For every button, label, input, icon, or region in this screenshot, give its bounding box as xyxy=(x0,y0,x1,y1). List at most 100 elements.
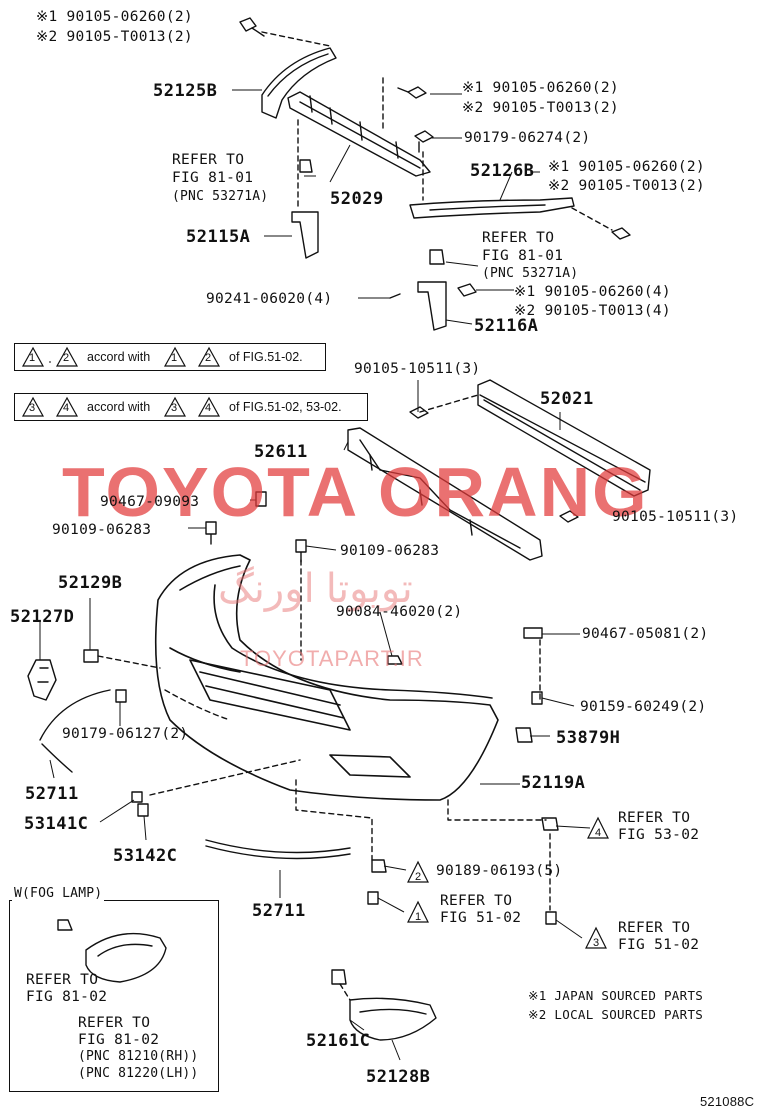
watermark-url: TOYOTAPART.IR xyxy=(240,646,424,671)
label-90179-06127: 90179-06127(2) xyxy=(62,726,189,742)
label-refer3-b: FIG 51-02 xyxy=(618,937,700,953)
note2-text2: of FIG.51-02, 53-02. xyxy=(229,400,342,414)
fog-cover-52128B xyxy=(349,997,437,1041)
legend-local: ※2 LOCAL SOURCED PARTS xyxy=(528,1007,704,1022)
absorber-52611 xyxy=(347,427,543,561)
triangle-callout-4 xyxy=(587,816,609,839)
reinforcement-52021 xyxy=(477,379,651,497)
bracket-52126B xyxy=(409,197,575,219)
label-90189-06193: 90189-06193(5) xyxy=(436,863,563,879)
label-fog-ref2-a: REFER TO xyxy=(78,1015,151,1031)
label-53879H: 53879H xyxy=(556,728,621,748)
label-52129B: 52129B xyxy=(58,573,123,593)
label-top-left-1: ※1 90105-06260(2) xyxy=(36,9,193,25)
label-52116A-bolt-2: ※2 90105-T0013(4) xyxy=(514,303,671,319)
note1-text1: accord with xyxy=(87,350,151,364)
label-52611: 52611 xyxy=(254,442,308,462)
triangle-3-text: 3 xyxy=(593,937,599,949)
label-52021: 52021 xyxy=(540,389,594,409)
label-90467-09093: 90467-09093 xyxy=(100,494,200,510)
fog-lamp-inset-drawing xyxy=(57,919,167,983)
label-top-right-2: ※2 90105-T0013(2) xyxy=(462,100,619,116)
label-90159-60249: 90159-60249(2) xyxy=(580,699,707,715)
note2-tri-b: 4 xyxy=(63,402,70,414)
legend-japan: ※1 JAPAN SOURCED PARTS xyxy=(528,988,704,1003)
label-top-left-2: ※2 90105-T0013(2) xyxy=(36,29,193,45)
note1-tri-a2: 1 xyxy=(171,352,178,364)
label-52116A: 52116A xyxy=(474,316,539,336)
triangle-4-text: 4 xyxy=(595,827,601,839)
note1-tri-b: 2 xyxy=(63,352,70,364)
note-box-2: 3 4 accord with 3 4 of FIG.51-02, 53-02. xyxy=(14,393,368,421)
note2-tri-b2: 4 xyxy=(205,402,212,414)
label-fog-ref1-b: FIG 81-02 xyxy=(26,989,108,1005)
label-refer2-a: REFER TO xyxy=(482,230,555,246)
label-52119A: 52119A xyxy=(521,773,586,793)
label-refer4-b: FIG 53-02 xyxy=(618,827,700,843)
label-refer1-b: FIG 81-01 xyxy=(172,170,254,186)
label-fog-ref2-d: (PNC 81220(LH)) xyxy=(78,1066,199,1081)
label-refer5-b: FIG 51-02 xyxy=(440,910,522,926)
label-fog-ref1-a: REFER TO xyxy=(26,972,99,988)
triangle-1-text: 1 xyxy=(415,911,421,923)
bumper-cover-52119A xyxy=(154,554,499,801)
label-90109-06283-left: 90109-06283 xyxy=(52,522,152,538)
label-90241-06020: 90241-06020(4) xyxy=(206,291,333,307)
label-refer1-a: REFER TO xyxy=(172,152,245,168)
note-box-1: 1 2 accord with 1 2 of FIG.51-02. xyxy=(14,343,326,371)
watermark-farsi: تویوتا اورنگ xyxy=(218,567,413,611)
label-52126B: 52126B xyxy=(470,161,535,181)
label-90105-10511-right: 90105-10511(3) xyxy=(612,509,739,525)
label-52126B-bolt-2: ※2 90105-T0013(2) xyxy=(548,178,705,194)
label-52161C: 52161C xyxy=(306,1031,371,1051)
label-53141C: 53141C xyxy=(24,814,89,834)
label-53142C: 53142C xyxy=(113,846,178,866)
label-90105-10511-top: 90105-10511(3) xyxy=(354,361,481,377)
note1-tri-b2: 2 xyxy=(205,352,212,364)
label-fog-ref2-b: FIG 81-02 xyxy=(78,1032,160,1048)
label-90084-46020: 90084-46020(2) xyxy=(336,604,463,620)
diagram-id: 521088C xyxy=(700,1094,755,1109)
note1-text2: of FIG.51-02. xyxy=(229,350,303,364)
label-refer2-c: (PNC 53271A) xyxy=(482,266,579,281)
stay-52116A xyxy=(417,249,447,331)
fog-lamp-inset-box xyxy=(9,900,219,1092)
bracket-52125B xyxy=(261,47,337,119)
bolt-90105-top-right xyxy=(397,86,427,99)
triangle-callout-2 xyxy=(407,860,429,883)
note1-tri-a: 1 xyxy=(29,352,36,364)
label-52128B: 52128B xyxy=(366,1067,431,1087)
label-52116A-bolt-1: ※1 90105-06260(4) xyxy=(514,284,671,300)
label-top-right-1: ※1 90105-06260(2) xyxy=(462,80,619,96)
label-refer5-a: REFER TO xyxy=(440,893,513,909)
label-52115A: 52115A xyxy=(186,227,251,247)
retainer-52029 xyxy=(287,91,431,177)
label-52029: 52029 xyxy=(330,189,384,209)
label-fog-ref2-c: (PNC 81210(RH)) xyxy=(78,1049,199,1064)
note2-tri-a2: 3 xyxy=(171,402,178,414)
label-52125B: 52125B xyxy=(153,81,218,101)
label-90109-06283-right: 90109-06283 xyxy=(340,543,440,559)
note2-tri-a: 3 xyxy=(29,402,36,414)
note2-text1: accord with xyxy=(87,400,151,414)
label-refer1-c: (PNC 53271A) xyxy=(172,189,269,204)
triangle-callout-3 xyxy=(585,926,607,949)
retainer-52127D xyxy=(27,659,57,701)
label-refer3-a: REFER TO xyxy=(618,920,691,936)
label-52711-bottom: 52711 xyxy=(252,901,306,921)
label-refer2-b: FIG 81-01 xyxy=(482,248,564,264)
bolt-90105-top-left xyxy=(239,17,265,37)
label-refer4-a: REFER TO xyxy=(618,810,691,826)
triangle-2-text: 2 xyxy=(415,871,421,883)
stay-52115A xyxy=(291,159,319,259)
label-fog-title: W(FOG LAMP) xyxy=(12,886,105,902)
watermark-main: TOYOTA ORANG xyxy=(62,453,649,531)
label-90179-06274: 90179-06274(2) xyxy=(464,130,591,146)
triangle-callout-1 xyxy=(407,900,429,923)
label-52126B-bolt-1: ※1 90105-06260(2) xyxy=(548,159,705,175)
label-52711-left: 52711 xyxy=(25,784,79,804)
label-52127D: 52127D xyxy=(10,607,75,627)
label-90467-05081: 90467-05081(2) xyxy=(582,626,709,642)
